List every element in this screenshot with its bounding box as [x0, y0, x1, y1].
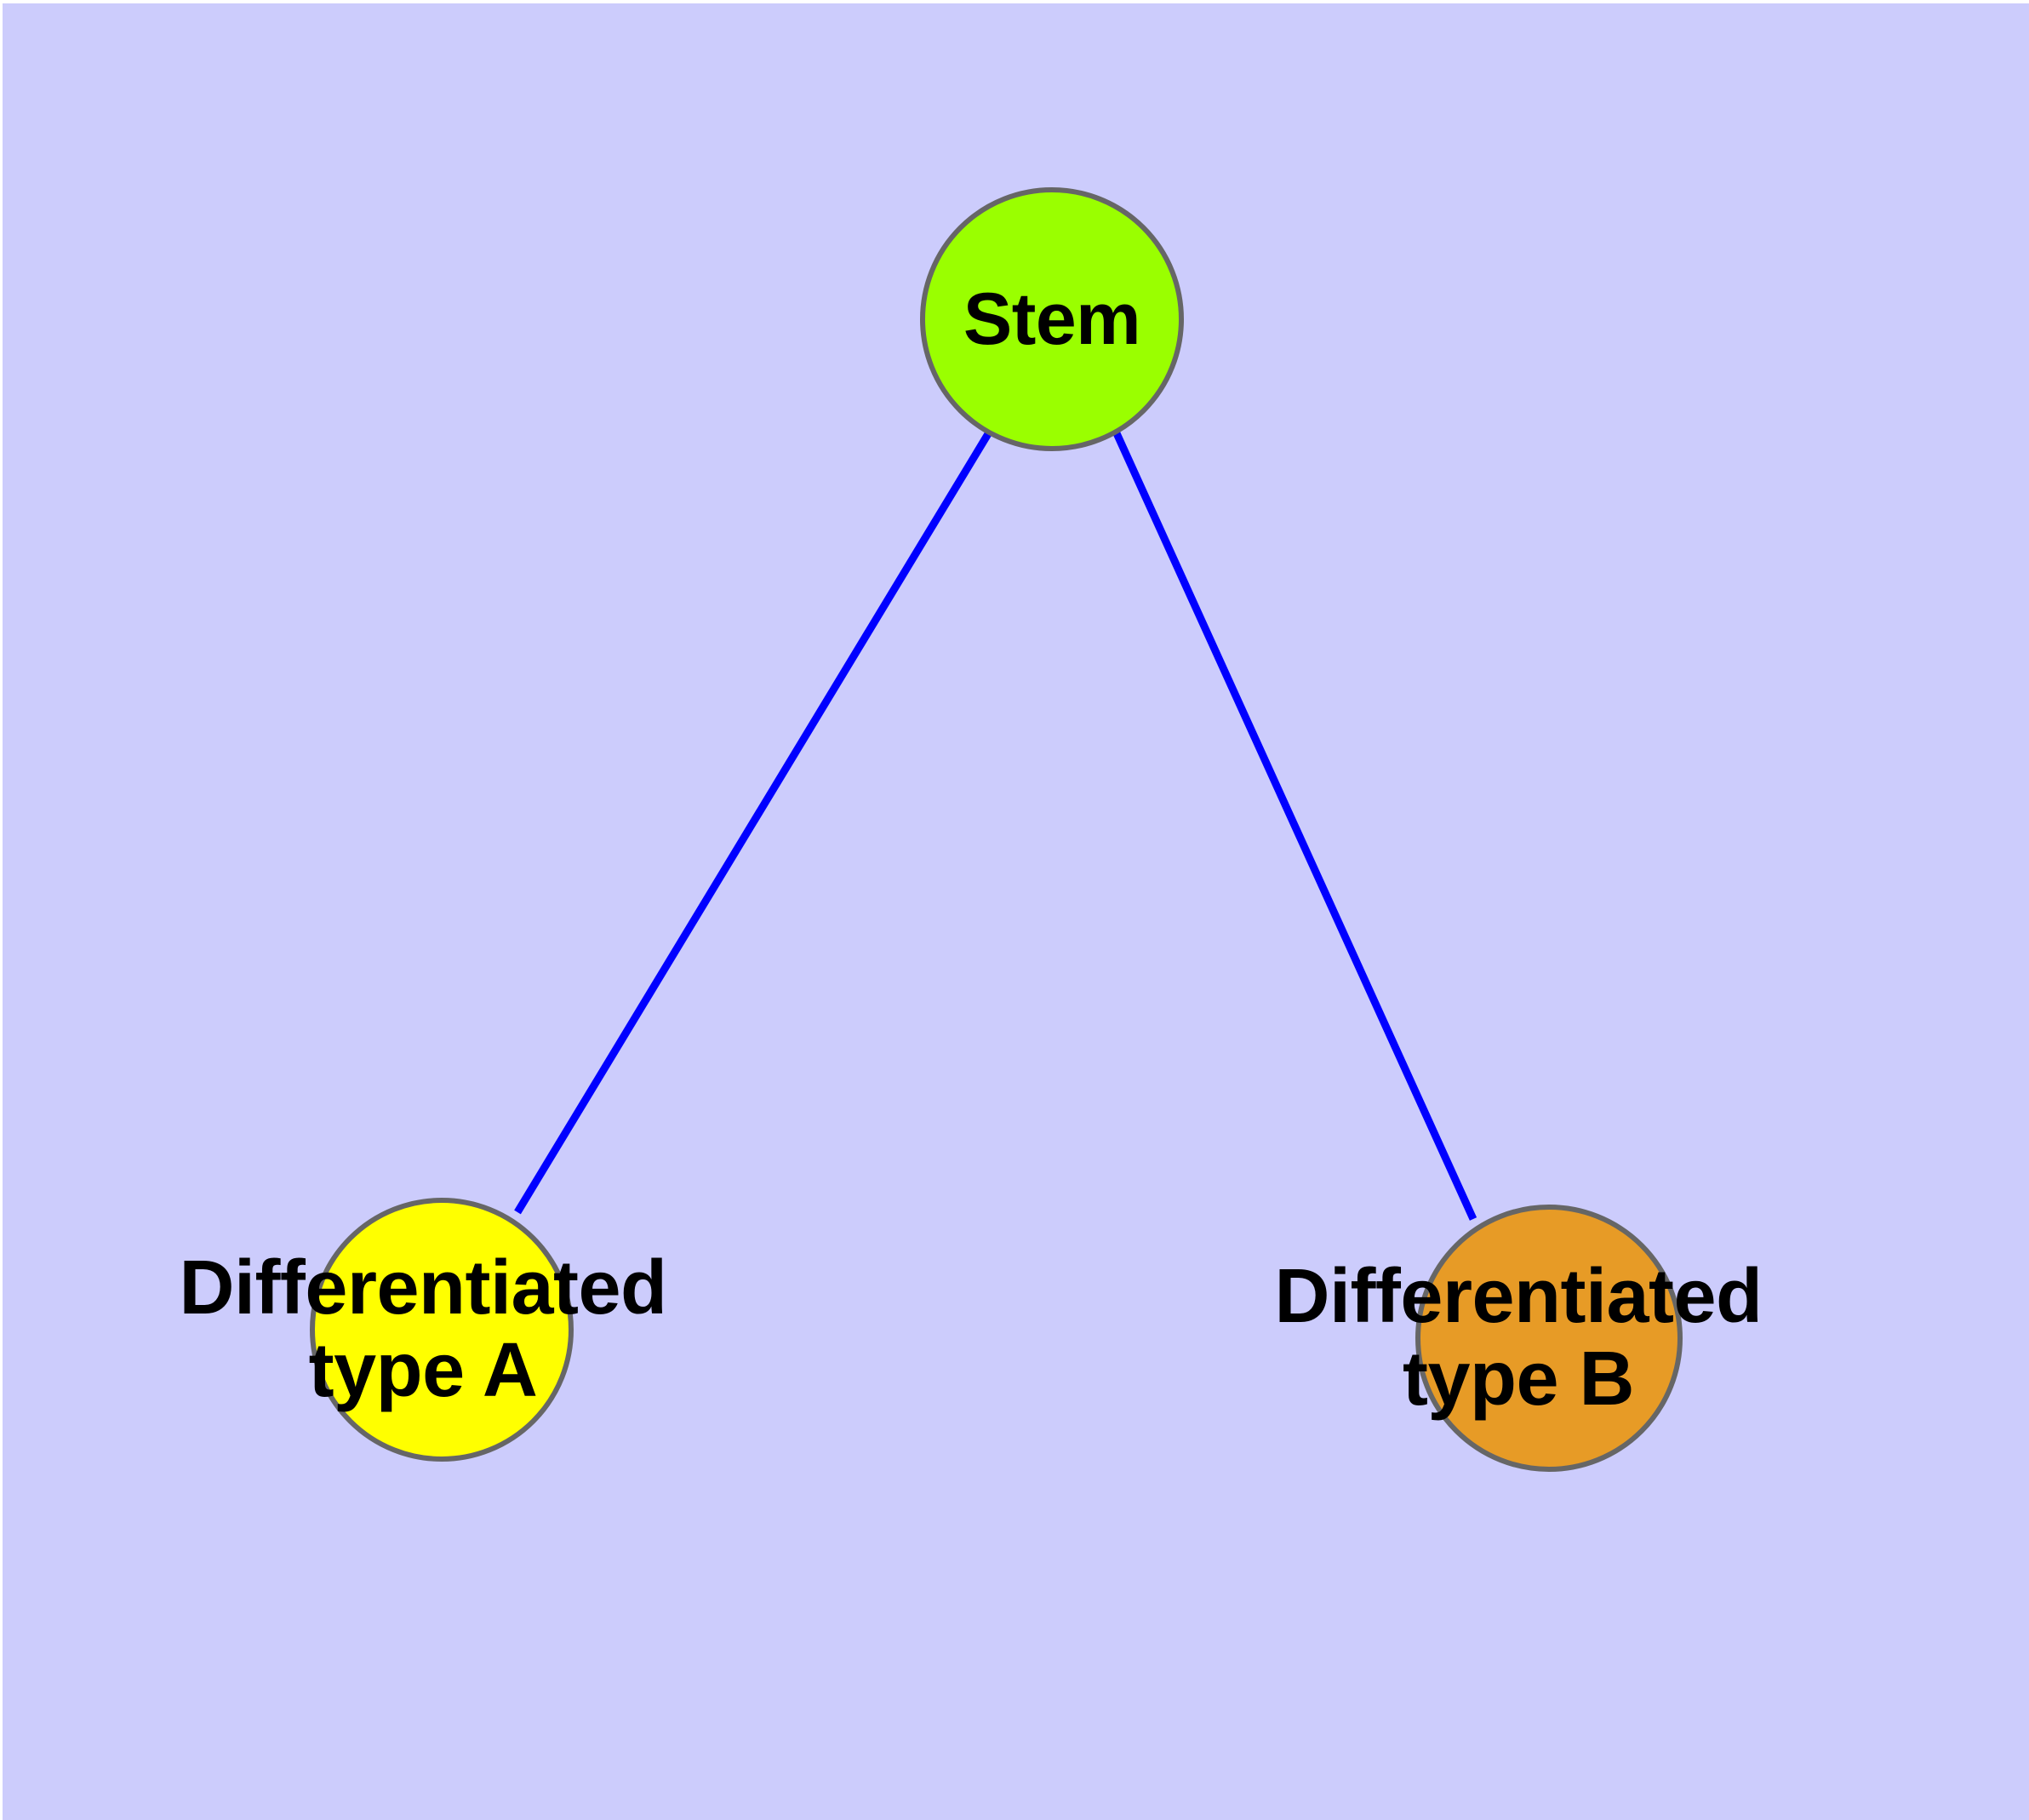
graph-node-diff_a[interactable]	[310, 1198, 574, 1462]
edges-group	[514, 430, 1477, 1221]
nodes-group	[310, 187, 1683, 1472]
graph-edge-stem-diff_b	[1112, 432, 1477, 1221]
graph-node-stem[interactable]	[920, 187, 1184, 451]
graph-edge-stem-diff_a	[514, 430, 992, 1215]
graph-node-diff_b[interactable]	[1415, 1205, 1683, 1472]
